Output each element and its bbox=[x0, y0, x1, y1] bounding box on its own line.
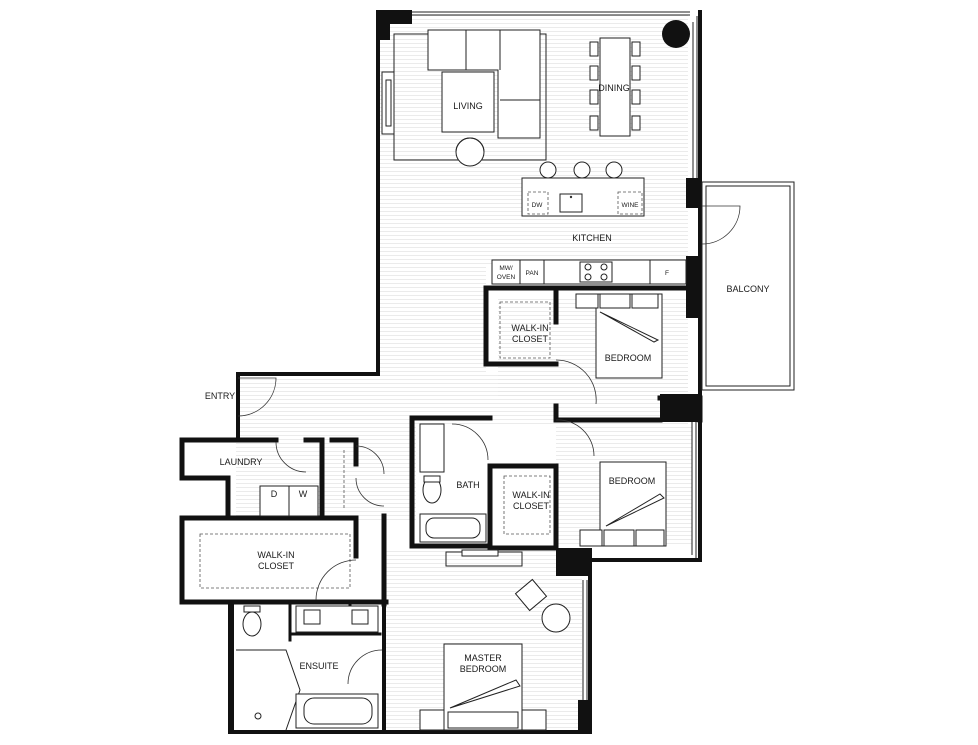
label-dryer: D bbox=[271, 489, 278, 499]
label-walkin-3-line1: WALK-IN bbox=[257, 550, 294, 560]
label-living: LIVING bbox=[453, 101, 483, 111]
dining-furniture bbox=[589, 37, 641, 137]
label-walkin-2-line2: CLOSET bbox=[513, 501, 550, 511]
bedroom-2-furniture bbox=[503, 419, 667, 547]
label-laundry: LAUNDRY bbox=[220, 457, 263, 467]
label-washer: W bbox=[299, 489, 308, 499]
label-ensuite: ENSUITE bbox=[299, 661, 338, 671]
balcony bbox=[701, 181, 795, 391]
bath-fixtures bbox=[419, 423, 489, 543]
label-walkin-1-line1: WALK-IN bbox=[511, 323, 548, 333]
label-dw: DW bbox=[532, 202, 544, 209]
label-entry: ENTRY bbox=[205, 391, 235, 401]
kitchen-island bbox=[521, 161, 645, 217]
label-bedroom-2: BEDROOM bbox=[609, 476, 656, 486]
label-walkin-2-line1: WALK-IN bbox=[512, 490, 549, 500]
label-balcony: BALCONY bbox=[726, 284, 769, 294]
label-pan: PAN bbox=[526, 270, 539, 277]
label-wine: WINE bbox=[622, 202, 640, 209]
label-kitchen: KITCHEN bbox=[572, 233, 612, 243]
label-bedroom-1: BEDROOM bbox=[605, 353, 652, 363]
room-labels: LIVING DINING KITCHEN BALCONY BEDROOM BE… bbox=[205, 83, 770, 674]
exterior-windows bbox=[410, 11, 698, 700]
label-fridge: F bbox=[665, 270, 669, 277]
label-master-line1: MASTER bbox=[464, 653, 502, 663]
label-dining: DINING bbox=[598, 83, 630, 93]
kitchen-counter bbox=[491, 259, 687, 285]
label-walkin-3-line2: CLOSET bbox=[258, 561, 295, 571]
label-bath: BATH bbox=[456, 480, 479, 490]
label-walkin-1-line2: CLOSET bbox=[512, 334, 549, 344]
label-oven: OVEN bbox=[497, 274, 516, 281]
living-furniture bbox=[381, 29, 547, 167]
fixture-labels: DW WINE MW/ OVEN PAN F D W bbox=[271, 202, 669, 499]
ensuite-master bbox=[236, 549, 571, 731]
columns bbox=[376, 10, 702, 734]
bedroom-1-furniture bbox=[499, 293, 663, 405]
label-master-line2: BEDROOM bbox=[460, 664, 507, 674]
label-mw: MW/ bbox=[499, 265, 513, 272]
entry-laundry bbox=[199, 377, 385, 601]
